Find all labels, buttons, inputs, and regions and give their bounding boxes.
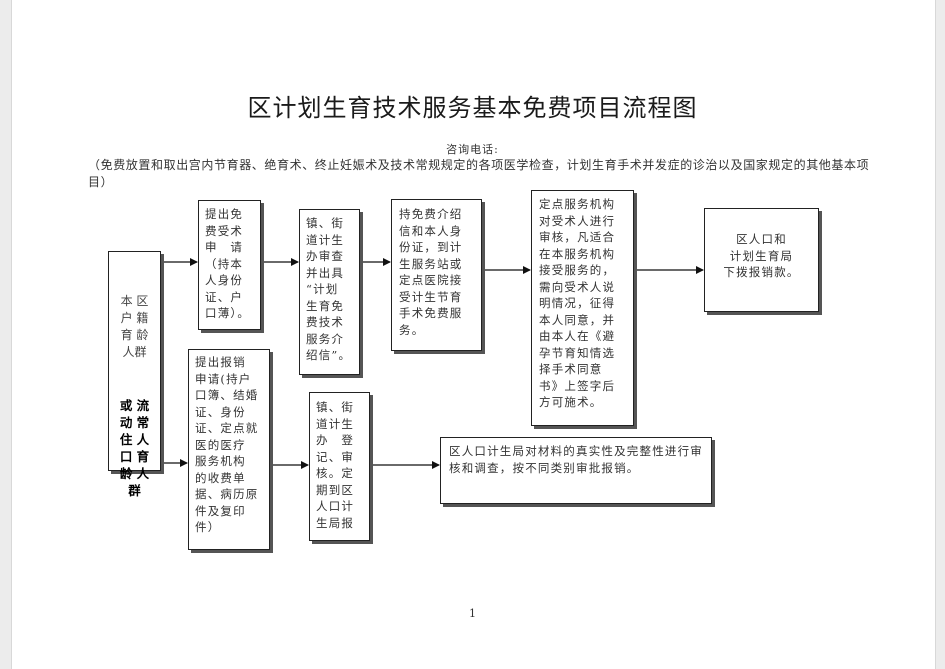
institution-review-box: 定点服务机构 对受术人进行 审核，凡适合 在本服务机构 接受服务的， 需向受术人… [531, 190, 634, 426]
page-title: 区计划生育技术服务基本免费项目流程图 [247, 94, 698, 122]
hold-letter-box: 持免费介绍 信和本人身 份证，到计 生服务站或 定点医院接 受计生节育 手术免费… [391, 199, 482, 351]
bureau-verification-box: 区人口计生局对材料的真实性及完整性进行审核和调查，按不同类别审批报销。 [440, 437, 712, 504]
consult-phone-label: 咨询电话: [446, 143, 499, 156]
town-register-box: 镇、街 道计生 办 登 记、审 核。定 期到区 人口计 生局报 [309, 392, 370, 541]
page-number: 1 [469, 607, 476, 620]
town-review-box: 镇、街 道计生 办审查 并出具 “计划 生育免 费技术 服务介 绍信”。 [299, 209, 360, 375]
scope-note: （免费放置和取出宫内节育器、绝育术、终止妊娠术及技术常规规定的各项医学检查，计划… [88, 158, 870, 189]
registered-population-text: 本 区 户 籍 育 龄 人群 [120, 294, 149, 359]
bureau-payment-box: 区人口和 计划生育局 下拨报销款。 [704, 208, 819, 312]
floating-population-text: 或 流 动 常 住 人 口 育 龄 人 群 [119, 398, 150, 498]
reimbursement-application-box: 提出报销 申请(持户 口簿、结婚 证、身份 证、定点就 医的医疗 服务机构 的收… [188, 349, 270, 550]
apply-free-service-box: 提出免 费受术 申 请 （持本 人身份 证、户 口薄）。 [198, 200, 261, 330]
target-population-box: 本 区 户 籍 育 龄 人群 或 流 动 常 住 人 口 育 龄 人 群 [108, 251, 161, 498]
